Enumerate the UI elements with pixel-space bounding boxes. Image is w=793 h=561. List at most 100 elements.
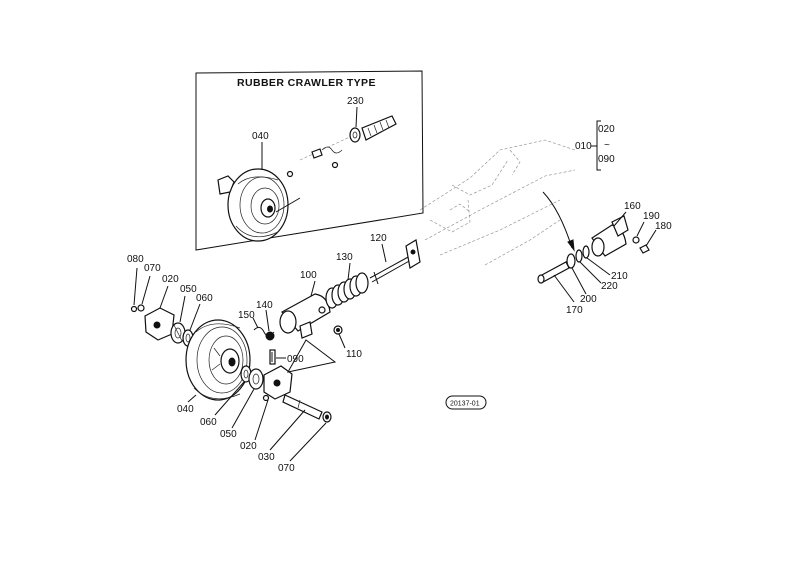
label-150: 150	[238, 310, 255, 321]
nut-070-bottom	[322, 411, 332, 423]
label-230: 230	[347, 96, 364, 107]
leader-230	[355, 106, 358, 128]
label-120: 120	[370, 233, 387, 244]
label-090-top: 090	[598, 154, 615, 165]
pin-090	[269, 349, 276, 365]
label-060-bottom: 060	[200, 417, 217, 428]
frame-to-adjuster-leader	[542, 191, 573, 249]
leader-150	[252, 317, 259, 329]
label-050-left: 050	[180, 284, 197, 295]
leader-120	[381, 243, 387, 263]
bearing-050-left	[170, 322, 186, 344]
inset-bracket	[217, 175, 235, 195]
packing-220	[575, 249, 583, 263]
label-160: 160	[624, 201, 641, 212]
inset-pin	[286, 170, 294, 178]
bolt-080	[130, 305, 138, 313]
label-030: 030	[258, 452, 275, 463]
label-140: 140	[256, 300, 273, 311]
label-070-left: 070	[144, 263, 161, 274]
leader-200	[571, 267, 587, 295]
leader-070-left	[141, 275, 151, 305]
spring-130	[325, 272, 369, 309]
ring-200	[566, 253, 576, 269]
grease-fitting-140	[265, 331, 275, 341]
label-210: 210	[611, 271, 628, 282]
leader-080	[133, 267, 138, 306]
leader-020-bottom	[254, 399, 269, 441]
label-050-bottom: 050	[220, 429, 237, 440]
inset-clip	[311, 148, 323, 159]
leader-140	[265, 309, 270, 332]
leader-040	[187, 394, 197, 403]
leader-110	[338, 333, 346, 349]
label-020-left: 020	[162, 274, 179, 285]
label-200: 200	[580, 294, 597, 305]
inset-rubber-crawler: RUBBER CRAWLER TYPE	[195, 70, 424, 251]
inset-threaded-rod	[361, 115, 397, 141]
range-brace	[596, 120, 601, 171]
fitting-180	[639, 244, 650, 254]
label-190: 190	[643, 211, 660, 222]
washer-070-left	[137, 304, 145, 312]
label-010: 010	[575, 141, 592, 152]
assembly-connection-lines	[287, 339, 337, 373]
idler-wheel-040	[185, 319, 251, 401]
seal-210	[582, 245, 590, 259]
leader-130	[347, 262, 351, 281]
label-170: 170	[566, 305, 583, 316]
reference-code-badge: 20137-01	[445, 395, 487, 410]
leader-060-bottom	[214, 381, 245, 416]
bracket-020-right	[262, 365, 293, 402]
label-130: 130	[336, 252, 353, 263]
housing-160	[591, 215, 629, 257]
label-080: 080	[127, 254, 144, 265]
leader-170	[553, 274, 575, 303]
shaft-030	[282, 394, 323, 420]
inset-washer-230	[349, 127, 361, 143]
inset-shaft	[275, 197, 301, 213]
inset-idler-wheel	[227, 168, 289, 242]
inset-title: RUBBER CRAWLER TYPE	[237, 77, 376, 89]
label-070-bottom: 070	[278, 463, 295, 474]
range-symbol: ~	[604, 140, 610, 151]
leader-190	[636, 221, 645, 237]
label-020-top: 020	[598, 124, 615, 135]
frame-leader-arrow	[567, 239, 575, 252]
leader-030	[269, 409, 306, 451]
leader-100	[310, 280, 316, 297]
leader-060-left	[189, 303, 201, 331]
leader-050-left	[179, 295, 186, 323]
cylinder-100	[279, 293, 331, 339]
label-040-inset: 040	[252, 131, 269, 142]
bolt-110	[333, 325, 343, 335]
leader-020-left	[159, 285, 169, 309]
leader-220	[579, 261, 602, 284]
label-220: 220	[601, 281, 618, 292]
rod-120	[369, 239, 421, 285]
track-frame-ghost	[419, 139, 576, 266]
leader-070-bottom	[289, 422, 327, 462]
label-060-left: 060	[196, 293, 213, 304]
label-040: 040	[177, 404, 194, 415]
leader-160	[613, 211, 627, 227]
label-110: 110	[346, 349, 362, 360]
inset-spring-clip	[321, 146, 343, 154]
inset-frame	[195, 70, 424, 251]
reference-code-text: 20137-01	[450, 401, 480, 408]
label-180: 180	[655, 221, 672, 232]
range-bracket: 010 020 ~ 090	[575, 120, 615, 171]
inset-axis-line	[299, 135, 353, 161]
bracket-020-left	[144, 307, 175, 341]
washer-190	[632, 236, 640, 244]
bearing-050-bottom	[248, 368, 264, 390]
leader-180	[645, 229, 657, 247]
label-100: 100	[300, 270, 317, 281]
rod-170	[537, 261, 570, 284]
leader-050-bottom	[231, 388, 255, 429]
leader-210	[586, 257, 611, 276]
inset-nut	[331, 161, 339, 169]
label-020-bottom: 020	[240, 441, 257, 452]
